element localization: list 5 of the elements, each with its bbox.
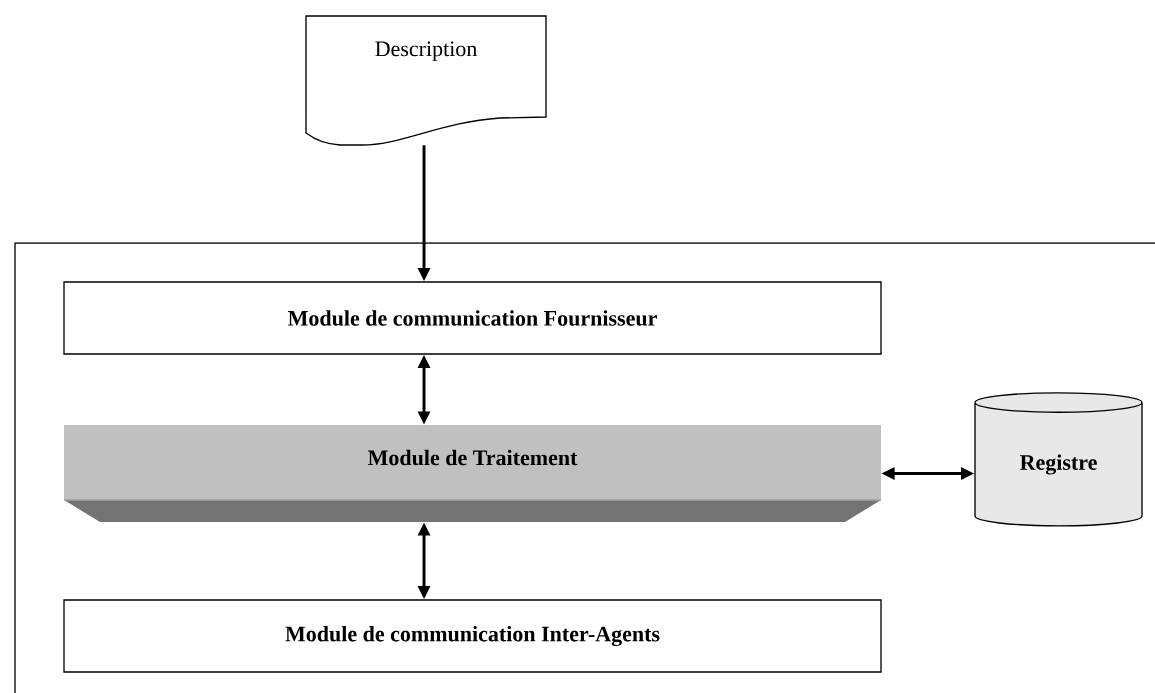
module-box: Module de communication Inter-Agents	[63, 599, 882, 673]
database-cylinder: Registre	[974, 392, 1143, 527]
module-box: Module de communication Fournisseur	[63, 281, 882, 355]
frame-outline	[14, 242, 1155, 693]
module-bar: Module de Traitement	[63, 425, 882, 522]
